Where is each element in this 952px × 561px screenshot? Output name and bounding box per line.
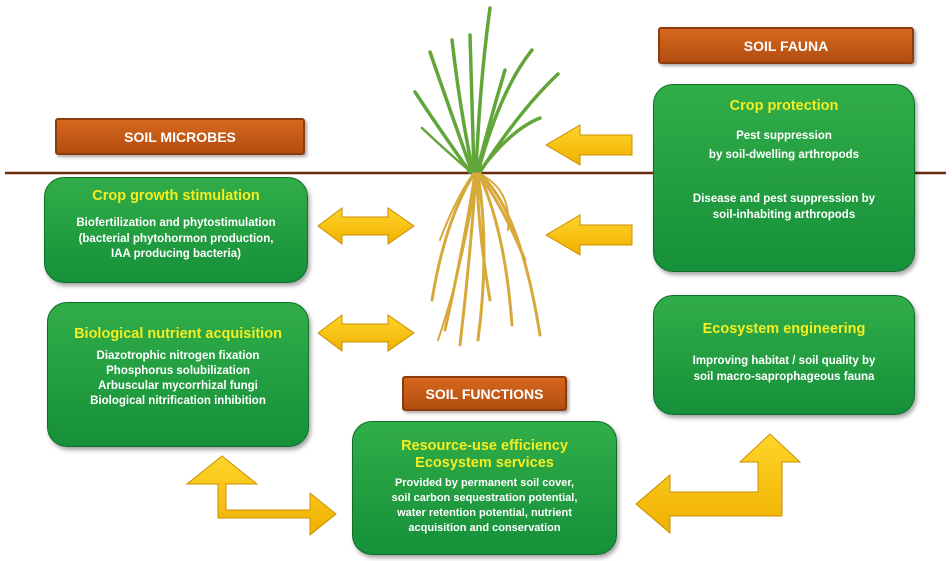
crop-protection-line: Disease and pest suppression by (692, 193, 876, 205)
ecosystem-engineering-box: Ecosystem engineering Improving habitat … (653, 295, 915, 415)
soil-functions-label: SOIL FUNCTIONS (402, 376, 567, 411)
soil-microbes-label: SOIL MICROBES (55, 118, 305, 155)
resource-use-line: acquisition and conservation (408, 522, 561, 534)
arrow-microbes-crop-growth (317, 207, 415, 245)
crop-growth-line: IAA producing bacteria) (111, 248, 241, 260)
resource-use-line: water retention potential, nutrient (397, 507, 572, 519)
ecosystem-engineering-title: Ecosystem engineering (702, 321, 866, 337)
arrows-icon (185, 124, 802, 537)
crop-protection-title: Crop protection (729, 98, 839, 114)
leaves-icon (413, 6, 560, 174)
arrow-fauna-to-plant-top (545, 124, 633, 166)
resource-use-line: soil carbon sequestration potential, (391, 492, 578, 504)
crop-growth-line: Biofertilization and phytostimulation (76, 217, 276, 229)
biological-nutrient-acquisition-box: Biological nutrient acquisition Diazotro… (47, 302, 309, 447)
nutrient-line: Biological nitrification inhibition (90, 395, 266, 407)
crop-protection-line: Pest suppression (736, 130, 832, 142)
crop-growth-line: (bacterial phytohormon production, (78, 232, 274, 245)
arrow-nutrient-to-functions (185, 455, 337, 537)
arrow-engineering-to-functions (635, 433, 802, 535)
nutrient-line: Phosphorus solubilization (106, 365, 250, 377)
arrow-microbes-nutrient (317, 314, 415, 352)
resource-use-efficiency-box: Resource-use efficiency Ecosystem servic… (352, 421, 617, 555)
ecosystem-engineering-line: soil macro-saprophageous fauna (693, 370, 875, 383)
crop-growth-stimulation-box: Crop growth stimulation Biofertilization… (44, 177, 308, 283)
nutrient-title: Biological nutrient acquisition (74, 326, 282, 342)
ecosystem-engineering-line: Improving habitat / soil quality by (692, 355, 876, 367)
arrow-fauna-to-plant-bottom (545, 214, 633, 256)
resource-use-title: Resource-use efficiency (401, 438, 568, 454)
roots-icon (430, 172, 542, 347)
soil-fauna-label: SOIL FAUNA (658, 27, 914, 64)
resource-use-subtitle: Ecosystem services (415, 455, 554, 471)
crop-growth-title: Crop growth stimulation (92, 188, 260, 204)
plant-icon (413, 6, 560, 347)
nutrient-line: Diazotrophic nitrogen fixation (96, 350, 260, 362)
crop-protection-line: by soil-dwelling arthropods (708, 149, 860, 161)
resource-use-line: Provided by permanent soil cover, (394, 477, 575, 489)
crop-protection-box: Crop protection Pest suppression by soil… (653, 84, 915, 272)
crop-protection-line: soil-inhabiting arthropods (712, 208, 856, 221)
nutrient-line: Arbuscular mycorrhizal fungi (98, 380, 258, 392)
